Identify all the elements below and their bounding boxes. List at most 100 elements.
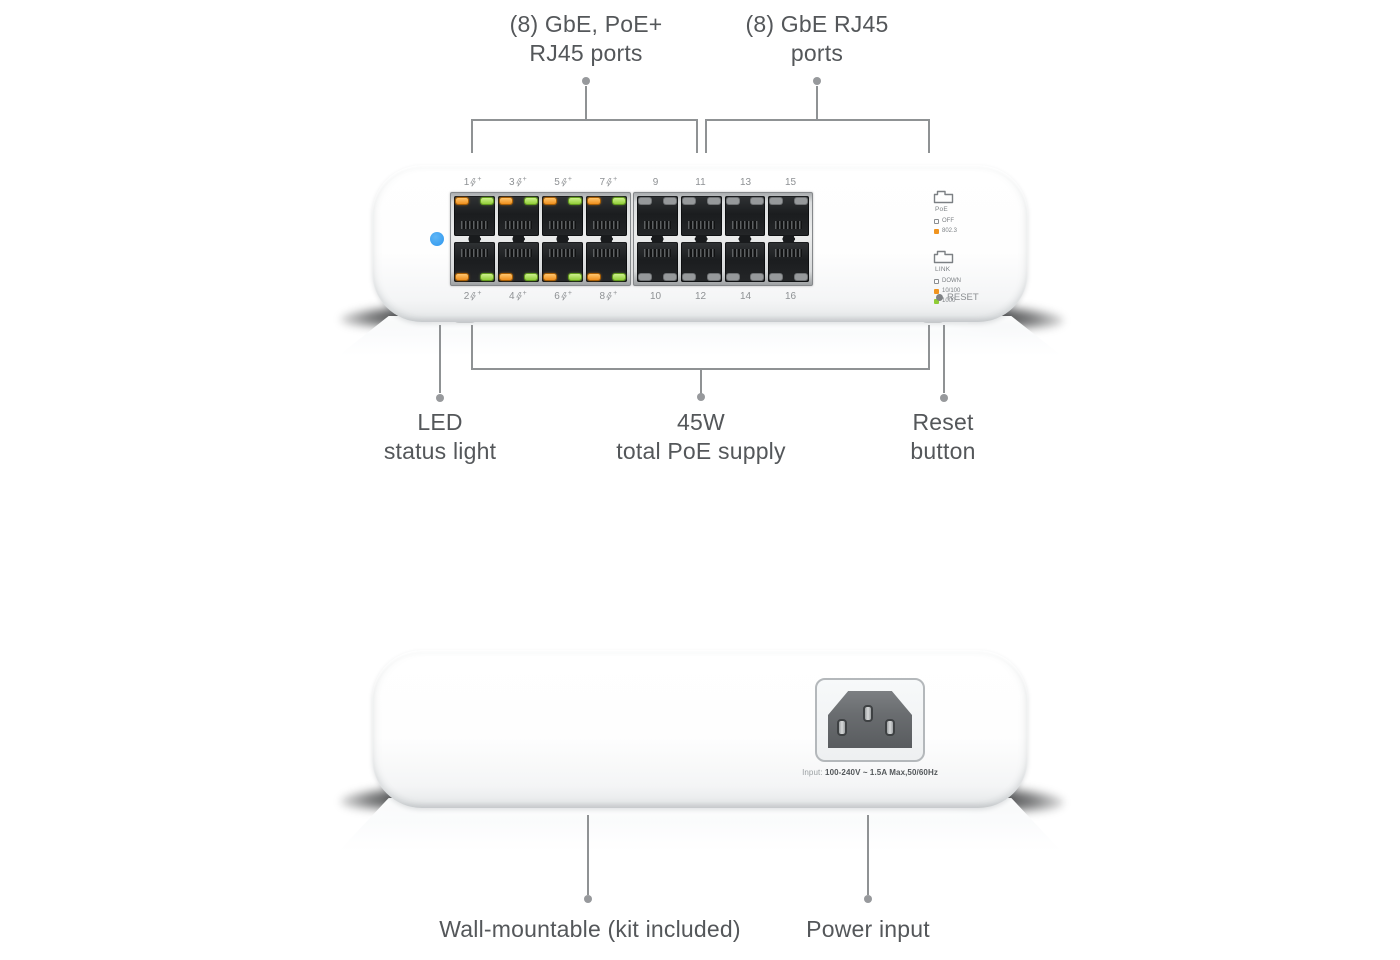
port-pins — [687, 249, 715, 257]
inlet-pin — [885, 719, 895, 736]
rj45-port-poe — [498, 196, 539, 240]
callout-led: LED status light — [383, 409, 497, 464]
rj45-port-poe — [586, 238, 627, 282]
callout-gbe-ports-line2: ports — [790, 40, 844, 66]
port-pins — [687, 221, 715, 229]
callout-poe-supply: 45W total PoE supply — [616, 409, 786, 464]
callout-poe-ports: (8) GbE, PoE+ RJ45 ports — [436, 10, 736, 68]
port-label: 7+ — [599, 176, 618, 188]
port-label: 12 — [694, 291, 707, 302]
callout-dot — [813, 77, 821, 85]
poe-led-orange — [544, 198, 556, 204]
inlet-pin — [863, 705, 873, 722]
poe-led-orange — [588, 274, 600, 280]
bracket-poe-ports — [471, 119, 698, 121]
poe-bolt-icon — [606, 292, 613, 301]
reset-button: RESET — [936, 292, 979, 303]
port-label: 9 — [652, 177, 659, 188]
rj45-port-poe — [454, 196, 495, 240]
legend-poe-title: PoE — [935, 206, 948, 213]
link-led-green — [481, 274, 493, 280]
port-pins — [775, 249, 802, 257]
port-tab — [795, 274, 807, 280]
port-tab — [707, 274, 720, 280]
callout-line — [585, 86, 587, 120]
status-led — [430, 232, 444, 246]
port-pins — [775, 221, 802, 229]
swatch-green — [934, 299, 939, 304]
callout-line — [816, 86, 818, 120]
port-notch — [600, 235, 613, 240]
switch-back-view: Input: 100-240V ~ 1.5A Max,50/60Hz — [372, 650, 1028, 808]
legend-item: DOWN — [934, 278, 997, 285]
port-notch — [600, 238, 613, 243]
port-icon — [933, 190, 954, 204]
callout-line-power — [867, 815, 869, 895]
port-label: 5+ — [554, 176, 572, 188]
poe-bolt-icon — [515, 292, 522, 301]
bracket-end — [928, 119, 930, 153]
callout-dot — [864, 895, 872, 903]
port-notch — [738, 238, 752, 243]
port-pins — [644, 221, 671, 229]
link-led-green — [481, 198, 493, 204]
port-icon — [933, 250, 954, 264]
callout-dot — [697, 393, 705, 401]
rj45-port-poe — [586, 196, 627, 240]
port-panel-poe — [450, 192, 631, 286]
rj45-port-poe — [498, 238, 539, 282]
poe-led-orange — [500, 274, 512, 280]
callout-dot — [436, 394, 444, 402]
legend-link-title: LINK — [935, 266, 951, 273]
poe-led-orange — [588, 198, 600, 204]
rj45-port-gbe — [768, 196, 809, 240]
port-notch — [782, 235, 796, 240]
inlet-pin — [837, 719, 847, 736]
port-tab — [663, 198, 676, 204]
bracket-end — [471, 119, 473, 153]
port-notch — [556, 238, 569, 243]
link-led-green — [569, 274, 581, 280]
bracket-end — [928, 325, 930, 369]
port-label: 11 — [695, 177, 706, 188]
legend-item: 802.3 — [934, 228, 997, 235]
port-labels-gbe-bottom: 10 12 14 16 — [633, 290, 813, 303]
port-labels-poe-bottom: 2+ 4+ 6+ 8+ — [450, 290, 631, 303]
port-notch — [650, 238, 664, 243]
rj45-port-poe — [542, 238, 583, 282]
port-tab — [795, 198, 807, 204]
callout-line — [700, 370, 702, 394]
port-tab — [751, 274, 764, 280]
bracket-end — [705, 119, 707, 153]
port-pins — [644, 249, 671, 257]
port-pins — [461, 249, 488, 257]
poe-led-orange — [456, 274, 468, 280]
port-tab — [726, 274, 739, 280]
port-pins — [505, 249, 532, 257]
port-labels-gbe-top: 9 11 13 15 — [633, 176, 813, 189]
port-label: 15 — [784, 177, 797, 188]
port-notch — [556, 235, 569, 240]
link-led-green — [613, 274, 625, 280]
port-pins — [505, 221, 532, 229]
callout-dot — [940, 394, 948, 402]
port-label: 14 — [739, 291, 752, 302]
bracket-gbe-ports — [705, 119, 930, 121]
callout-reset: Reset button — [910, 409, 976, 464]
callout-power-input: Power input — [806, 916, 930, 942]
port-notch — [468, 238, 481, 243]
callout-dot — [584, 895, 592, 903]
rj45-port-poe — [454, 238, 495, 282]
port-panel-gbe — [633, 192, 813, 286]
port-tab — [770, 198, 783, 204]
bracket-end — [696, 119, 698, 153]
port-label: 8+ — [599, 290, 618, 302]
port-tab — [707, 198, 720, 204]
port-label: 2+ — [463, 290, 482, 302]
port-tab — [639, 198, 651, 204]
callout-gbe-ports-line1: (8) GbE RJ45 — [745, 11, 889, 37]
port-label: 6+ — [554, 290, 572, 302]
rj45-port-gbe — [637, 196, 678, 240]
legend-item: 10/100 — [934, 288, 997, 295]
